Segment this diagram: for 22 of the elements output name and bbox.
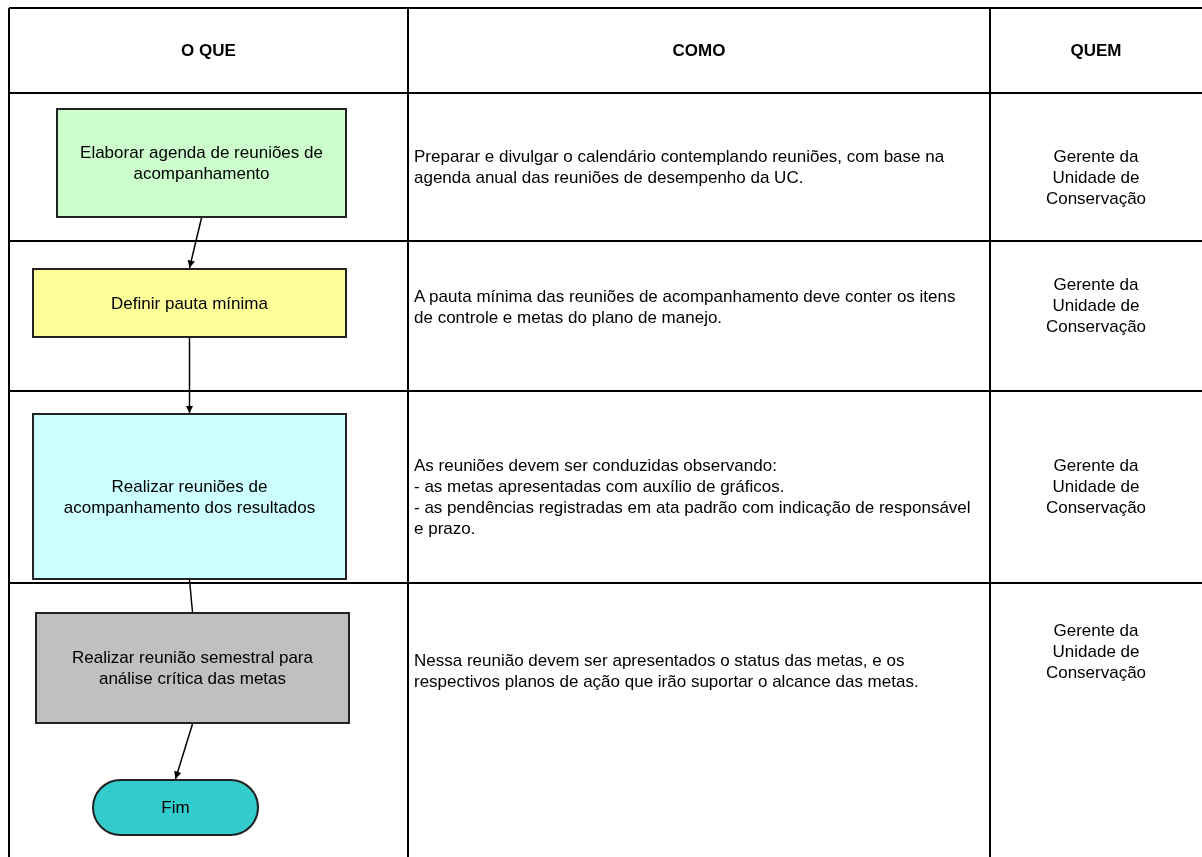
description-text: Preparar e divulgar o calendário contemplando reuniões, com base na agenda anual das reuniões de desempenho da UC.: [414, 146, 946, 188]
column-heading: COMO: [672, 40, 726, 61]
description-text: Nessa reunião devem ser apresentados o status das metas, e os respectivos planos de ação que irão suportar o alcance das metas.: [414, 650, 920, 692]
responsible-text: Gerente da Unidade de Conservação: [1044, 620, 1148, 683]
description-text: As reuniões devem ser conduzidas observando:: [414, 455, 777, 476]
process-box: Definir pauta mínima: [32, 268, 347, 338]
responsible-text: Gerente da Unidade de Conservação: [1044, 146, 1148, 209]
description-text: - as metas apresentadas com auxílio de gráficos.: [414, 476, 785, 497]
description-text: A pauta mínima das reuniões de acompanhamento deve conter os itens de controle e metas do plano de manejo.: [414, 286, 957, 328]
responsible-text: Gerente da Unidade de Conservação: [1044, 274, 1148, 337]
process-box: Elaborar agenda de reuniões de acompanhamento: [56, 108, 347, 218]
arrow: [185, 337, 194, 414]
responsible-text: Gerente da Unidade de Conservação: [1044, 455, 1148, 518]
terminator-shape: Fim: [92, 779, 259, 836]
connector-line: [188, 579, 194, 613]
column-heading: QUEM: [1070, 40, 1122, 61]
process-box: Realizar reuniões de acompanhamento dos resultados: [32, 413, 347, 580]
column-heading: O QUE: [181, 40, 236, 61]
arrow: [174, 723, 194, 780]
process-box: Realizar reunião semestral para análise crítica das metas: [35, 612, 350, 724]
arrow: [187, 217, 203, 269]
description-text: - as pendências registradas em ata padrão com indicação de responsável e prazo.: [414, 497, 972, 539]
